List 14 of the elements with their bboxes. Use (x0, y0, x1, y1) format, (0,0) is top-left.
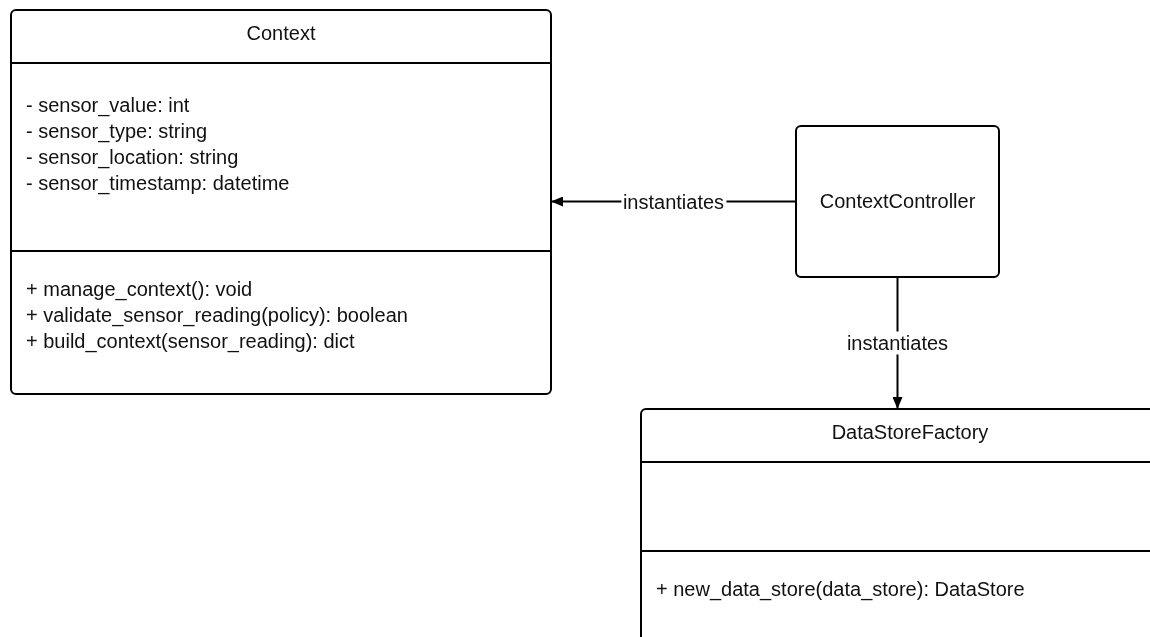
attribute-text: - sensor_value: int (26, 93, 191, 118)
class-box (10, 9, 552, 395)
method-text: + validate_sensor_reading(policy): boolean (26, 303, 409, 328)
attribute-text: - sensor_type: string (26, 119, 209, 144)
attribute-text: - sensor_location: string (26, 145, 240, 170)
method-text: + manage_context(): void (26, 277, 254, 302)
class-box (795, 125, 1000, 278)
class-name: ContextController (819, 190, 976, 213)
class-box (640, 408, 1150, 637)
method-text: + build_context(sensor_reading): dict (26, 329, 356, 354)
attribute-text: - sensor_timestamp: datetime (26, 171, 291, 196)
class-name: Context (245, 21, 317, 45)
method-text: + new_data_store(data_store): DataStore (656, 577, 1026, 602)
class-name: DataStoreFactory (830, 420, 990, 444)
